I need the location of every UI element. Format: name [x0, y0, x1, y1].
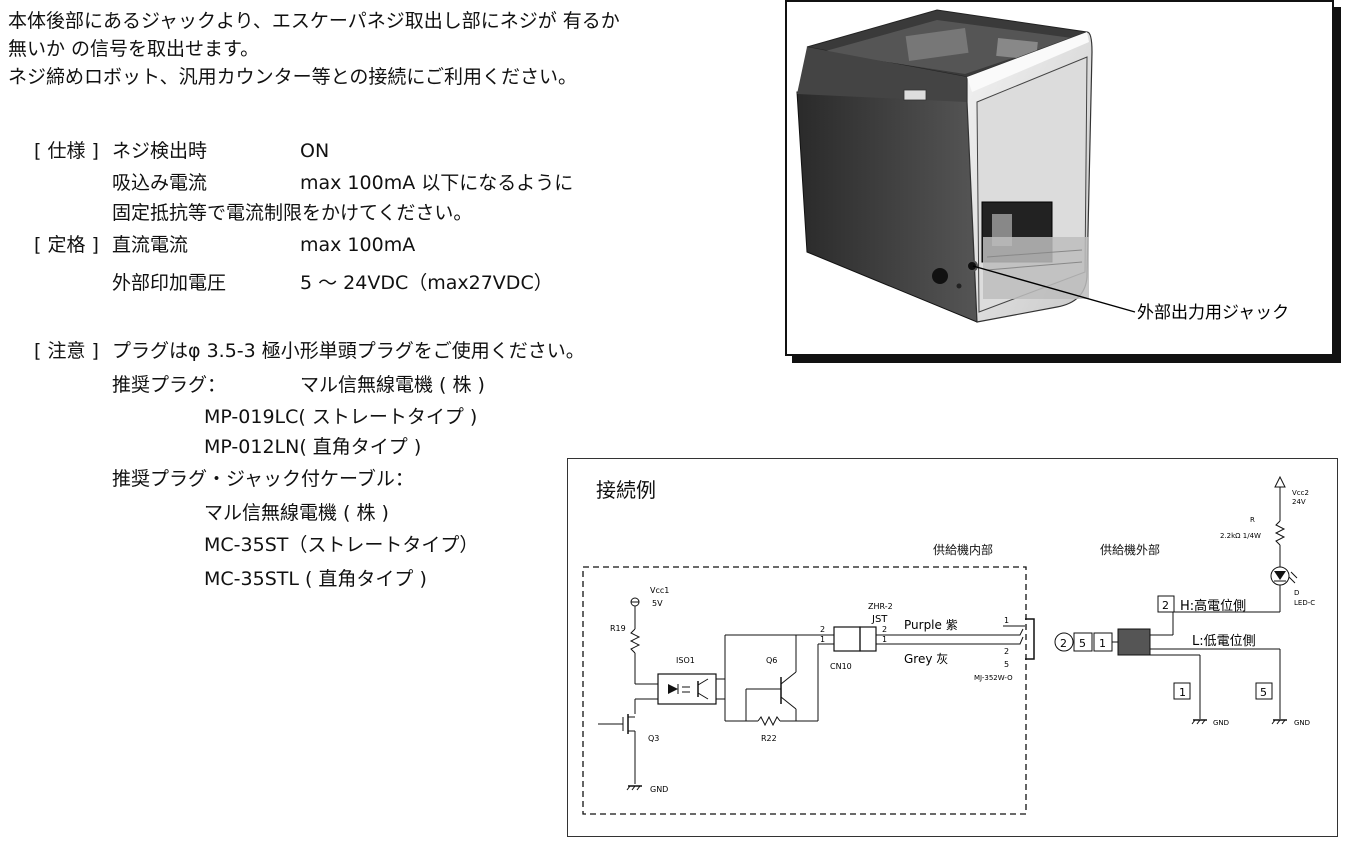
iso1-label: ISO1	[676, 656, 695, 665]
cable-label: 推奨プラグ・ジャック付ケーブル：	[112, 468, 414, 490]
jack-pin5: 5	[1004, 660, 1009, 669]
vcc2-arrow	[1274, 475, 1286, 488]
q3-label: Q3	[648, 734, 659, 743]
purple-wire-label: Purple 紫	[904, 618, 958, 632]
r19-resistor	[629, 628, 641, 654]
jack-body	[1025, 618, 1035, 660]
cn10-connector	[833, 626, 861, 652]
detect-value: ON	[300, 140, 330, 162]
vcc2-label: Vcc2	[1292, 489, 1309, 497]
dc-label: 直流電流	[112, 234, 189, 256]
vcc2-volt: 24V	[1292, 498, 1306, 506]
circuit-schematic: 接続例 供給機内部 供給機外部 Vcc1 5V R19 ISO1 Q3	[582, 475, 1315, 815]
l-label: L:低電位側	[1192, 634, 1256, 649]
box-1-num: 1	[1179, 686, 1186, 699]
inside-label: 供給機内部	[933, 542, 993, 557]
box-5	[1255, 682, 1273, 700]
r22-label: R22	[761, 734, 777, 743]
jst-label: JST	[871, 614, 888, 625]
current-note: 固定抵抗等で電流制限をかけてください。	[112, 202, 473, 224]
box-5-num: 5	[1260, 686, 1267, 699]
r-value: 2.2kΩ 1/4W	[1220, 532, 1261, 540]
inside-boundary	[582, 566, 1027, 815]
spec-tag: [ 仕様 ]	[34, 140, 99, 162]
cable-straight: MC-35ST（ストレートタイプ）	[204, 534, 479, 556]
intro-line-2: 無いか の信号を取出せます。	[8, 38, 260, 60]
rating-tag: [ 定格 ]	[34, 234, 99, 256]
voltage-value: 5 ～ 24VDC（max27VDC）	[300, 272, 553, 294]
r19-label: R19	[610, 624, 626, 633]
current-label: 吸込み電流	[112, 172, 208, 194]
cable-angle: MC-35STL ( 直角タイプ )	[204, 568, 427, 590]
plug-num2: 2	[1060, 637, 1067, 650]
vcc1-volt: 5V	[652, 599, 663, 608]
zhr-pin1: 1	[882, 635, 887, 644]
plug-angle: MP-012LN( 直角タイプ )	[204, 436, 422, 458]
jack-pin2: 2	[1004, 647, 1009, 656]
r-label: R	[1250, 516, 1255, 524]
note-tag: [ 注意 ]	[34, 340, 99, 362]
diagram-title: 接続例	[596, 478, 656, 502]
gnd-label-1: GND	[650, 785, 668, 794]
plug-label: 推奨プラグ：	[112, 374, 227, 396]
gnd-label-3: GND	[1294, 719, 1310, 727]
product-photo-frame: 外部出力用ジャック	[785, 0, 1334, 356]
gnd-label-2: GND	[1213, 719, 1229, 727]
cable-maker: マル信無線電機 ( 株 )	[204, 502, 389, 524]
plug-pin2-circle	[1054, 632, 1074, 652]
outside-label: 供給機外部	[1100, 542, 1160, 557]
plug-body	[1117, 628, 1151, 656]
h-num: 2	[1162, 599, 1169, 612]
callout-line	[972, 265, 1136, 313]
jack-callout-label: 外部出力用ジャック	[1137, 303, 1289, 323]
box-1	[1173, 682, 1191, 700]
jack-model: MJ-352W-O	[974, 674, 1013, 682]
zhr-label: ZHR-2	[868, 602, 893, 611]
product-photo: 外部出力用ジャック	[796, 9, 1289, 323]
r-resistor	[1274, 520, 1286, 546]
connection-diagram: 接続例 供給機内部 供給機外部 Vcc1 5V R19 ISO1 Q3	[567, 458, 1338, 837]
plug-straight: MP-019LC( ストレートタイプ )	[204, 406, 478, 428]
cn10-pin2: 2	[820, 625, 825, 634]
intro-line-3: ネジ締めロボット、汎用カウンター等との接続にご利用ください。	[8, 66, 578, 88]
d-label: D	[1294, 589, 1299, 597]
led-label: LED-C	[1294, 599, 1315, 607]
r22-resistor	[757, 715, 781, 727]
cn10-label: CN10	[830, 662, 852, 671]
h-num-box	[1157, 595, 1175, 613]
h-label: H:高電位側	[1180, 598, 1246, 614]
vcc1-label: Vcc1	[650, 586, 669, 595]
dc-value: max 100mA	[300, 234, 416, 256]
grey-wire-label: Grey 灰	[904, 652, 948, 666]
q6-label: Q6	[766, 656, 777, 665]
detect-label: ネジ検出時	[112, 140, 208, 162]
iso1-optocoupler	[657, 673, 717, 705]
plug-num5: 5	[1079, 637, 1086, 650]
cn10-pin1: 1	[820, 635, 825, 644]
current-value: max 100mA 以下になるように	[300, 172, 574, 194]
jack-pin1: 1	[1004, 616, 1009, 625]
plug-num1: 1	[1099, 637, 1106, 650]
note-text: プラグはφ 3.5-3 極小形単頭プラグをご使用ください。	[112, 340, 585, 362]
intro-line-1: 本体後部にあるジャックより、エスケーパネジ取出し部にネジが 有るか	[8, 10, 620, 32]
zhr-pin2: 2	[882, 625, 887, 634]
voltage-label: 外部印加電圧	[112, 272, 227, 294]
plug-maker: マル信無線電機 ( 株 )	[300, 374, 485, 396]
